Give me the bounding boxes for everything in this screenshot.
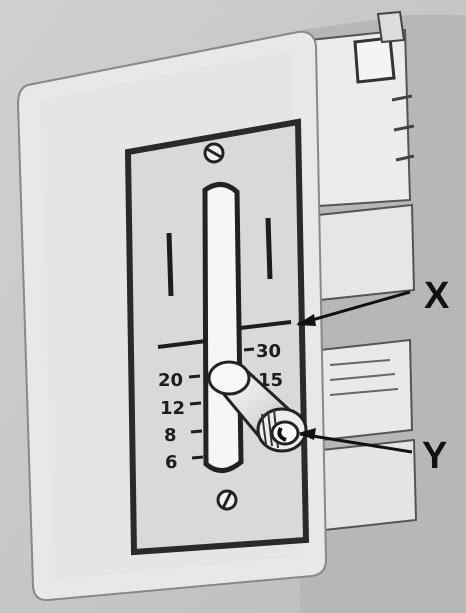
callout-x-label: X bbox=[424, 275, 450, 317]
scale-mark-6: 6 bbox=[165, 452, 178, 473]
right-bar bbox=[268, 218, 270, 279]
scale-mark-12: 12 bbox=[160, 398, 185, 419]
scale-mark-20: 20 bbox=[158, 370, 183, 391]
callout-y-label: Y bbox=[422, 435, 447, 477]
top-screw-icon bbox=[205, 144, 223, 162]
bottom-screw-icon bbox=[218, 491, 236, 509]
scale-mark-30: 30 bbox=[256, 341, 281, 362]
left-bar bbox=[169, 233, 171, 296]
scale-mark-8: 8 bbox=[164, 425, 177, 446]
small-box-icon bbox=[355, 38, 394, 82]
slider-slot bbox=[205, 184, 241, 470]
